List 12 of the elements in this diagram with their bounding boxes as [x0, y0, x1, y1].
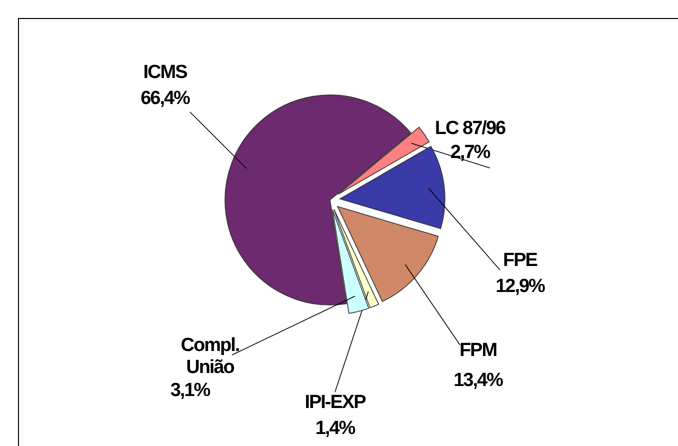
- category-label: FPM: [458, 340, 498, 362]
- value-label: 12,9%: [496, 276, 544, 298]
- category-label: LC 87/96: [434, 118, 506, 140]
- category-label: ICMS: [142, 62, 188, 84]
- value-label: 3,1%: [170, 380, 210, 402]
- value-label: 13,4%: [454, 370, 502, 392]
- value-label: 2,7%: [450, 142, 490, 164]
- category-label: IPI-EXP: [304, 392, 367, 414]
- value-label: 66,4%: [140, 88, 190, 110]
- category-label: FPE: [502, 250, 538, 272]
- value-label: 1,4%: [315, 418, 355, 440]
- category-label: Compl. União: [180, 335, 240, 379]
